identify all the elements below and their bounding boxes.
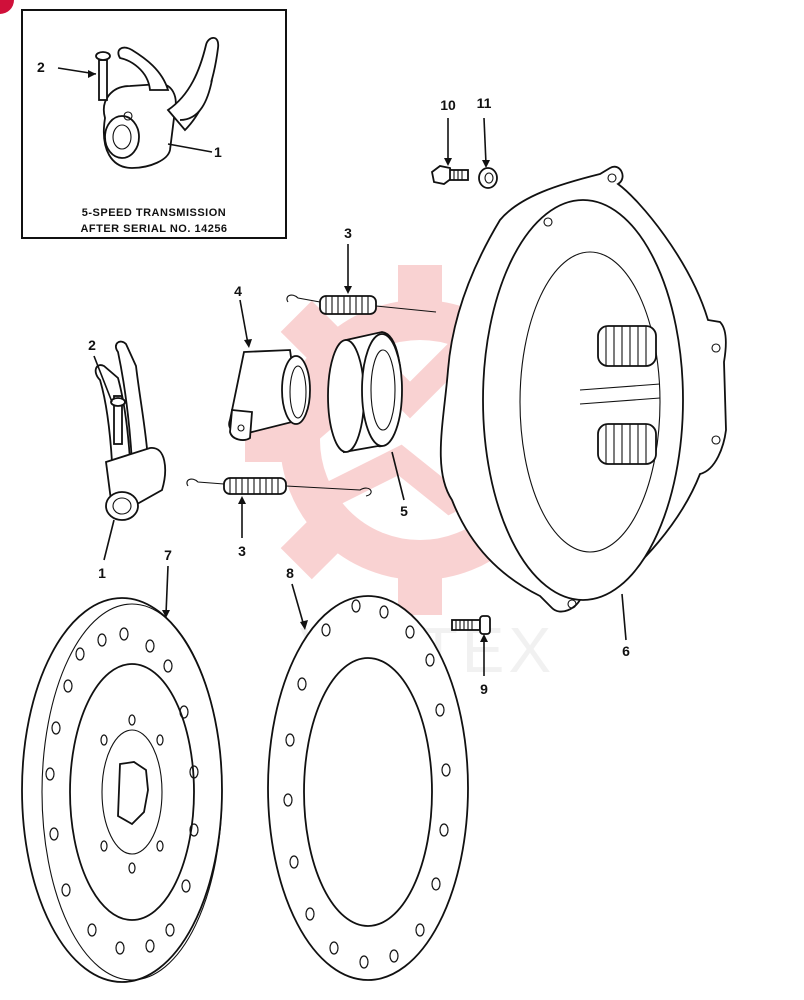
bolt-9	[451, 615, 491, 635]
shift-fork-1	[94, 340, 166, 521]
callout-5: 5	[400, 503, 408, 519]
inset-callout-2: 2	[37, 59, 45, 75]
corner-badge	[0, 0, 14, 14]
clutch-disc-7	[21, 597, 223, 983]
callout-4: 4	[234, 283, 242, 299]
washer-11	[478, 167, 498, 189]
bearing-carrier-4	[228, 349, 311, 441]
bolt-10	[431, 165, 469, 185]
inset-callout-1: 1	[214, 144, 222, 160]
callout-2: 2	[88, 337, 96, 353]
inset-panel: 2 1 5-SPEED TRANSMISSION AFTER SERIAL NO…	[21, 9, 287, 239]
callout-1: 1	[98, 565, 106, 581]
callout-7: 7	[164, 547, 172, 563]
inset-shift-fork	[95, 36, 220, 169]
inset-caption-line1: 5-SPEED TRANSMISSION	[82, 207, 226, 219]
callout-3-top: 3	[344, 225, 352, 241]
callout-3-bottom: 3	[238, 543, 246, 559]
callout-10: 10	[440, 97, 456, 113]
callout-6: 6	[622, 643, 630, 659]
spring-3-upper	[286, 294, 437, 315]
callout-9: 9	[480, 681, 488, 697]
callout-8: 8	[286, 565, 294, 581]
spring-3-lower	[186, 477, 372, 497]
callout-11: 11	[477, 95, 492, 111]
inset-caption-line2: AFTER SERIAL NO. 14256	[80, 223, 227, 235]
release-bearing-5	[327, 331, 403, 454]
pressure-plate-6	[439, 165, 727, 613]
facing-ring-8	[267, 595, 469, 981]
